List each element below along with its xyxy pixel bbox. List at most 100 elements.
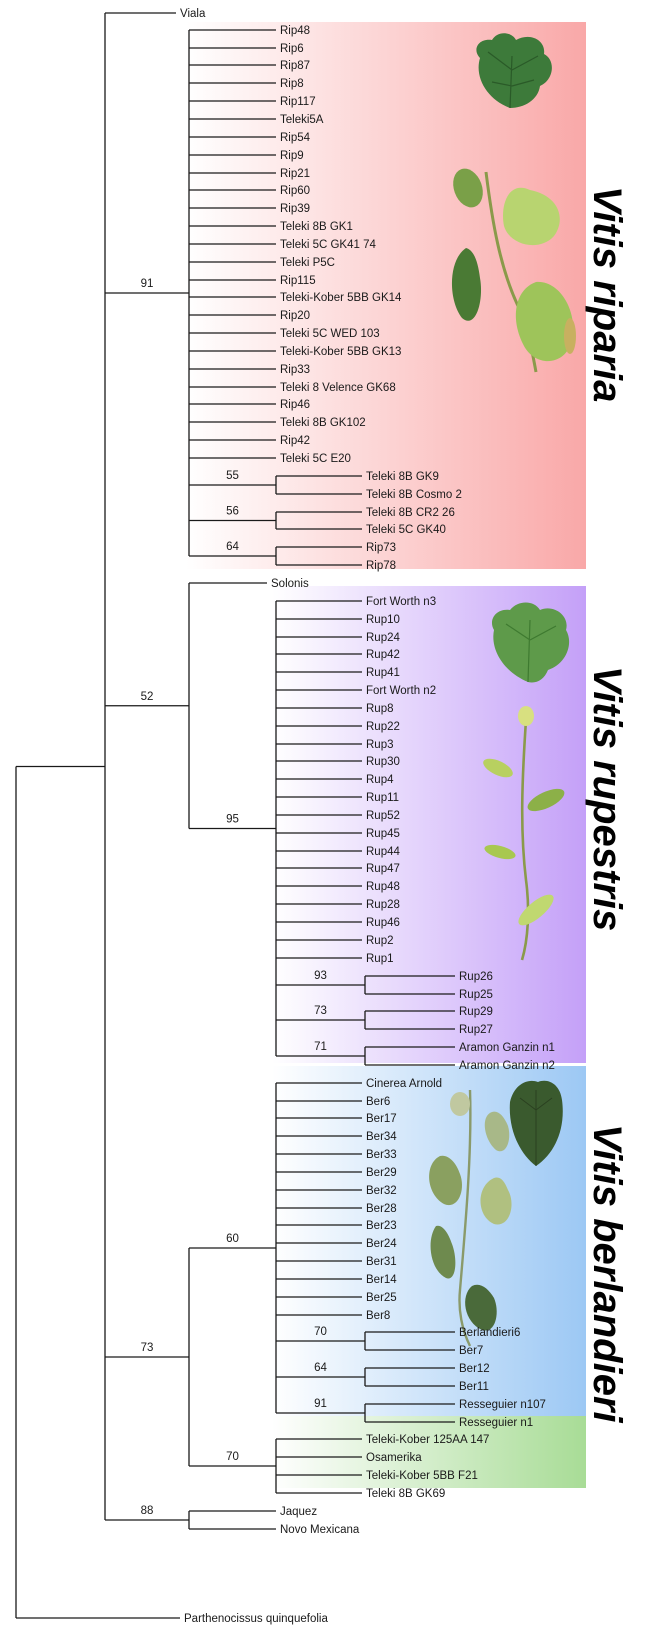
clade-title-riparia: Vitis riparia [585,186,629,402]
taxon-label: Rip48 [280,25,310,37]
taxon-label: Jaquez [280,1506,317,1518]
taxon-label: Ber11 [459,1381,489,1393]
taxon-label: Teleki P5C [280,257,335,269]
taxon-label: Teleki 8B CR2 26 [366,507,455,519]
taxon-label: Teleki 8B GK69 [366,1488,445,1500]
taxon-label: Fort Worth n2 [366,685,436,697]
taxon-label: Rip42 [280,435,310,447]
taxon-label: Ber25 [366,1292,397,1304]
bootstrap-value: 55 [226,470,239,482]
taxon-label: Resseguier n107 [459,1399,546,1411]
taxon-label: Rip6 [280,43,304,55]
taxon-label: Rip87 [280,60,310,72]
taxon-label: Rup30 [366,756,400,768]
taxon-label: Berlandieri6 [459,1327,520,1339]
taxon-label: Rip20 [280,310,310,322]
bootstrap-value: 52 [141,691,154,703]
taxon-label: Rip21 [280,168,310,180]
taxon-label: Teleki 8B GK9 [366,471,439,483]
bootstrap-value: 95 [226,814,239,826]
taxon-label: Rup42 [366,649,400,661]
taxon-label: Osamerika [366,1452,422,1464]
taxon-label: Teleki 8B GK1 [280,221,353,233]
bootstrap-value: 70 [314,1326,327,1338]
clade-title-berlandieri: Vitis berlandieri [585,1124,629,1424]
taxon-label: Rup1 [366,953,394,965]
taxon-label: Aramon Ganzin n2 [459,1060,555,1072]
taxon-label: Rup44 [366,846,400,858]
bootstrap-value: 71 [314,1041,327,1053]
taxon-label: Teleki-Kober 5BB GK13 [280,346,401,358]
taxon-label: Teleki 5C GK41 74 [280,239,376,251]
taxon-label: Rip115 [280,275,316,287]
taxon-label: Rup3 [366,739,394,751]
taxon-label: Rup48 [366,881,400,893]
bootstrap-value: 91 [141,278,154,290]
taxon-label: Ber29 [366,1167,397,1179]
bootstrap-value: 60 [226,1233,239,1245]
taxon-label: Teleki 8B Cosmo 2 [366,489,462,501]
bootstrap-value: 88 [141,1505,154,1517]
taxon-label: Teleki 5C GK40 [366,524,446,536]
taxon-label: Ber17 [366,1113,397,1125]
taxon-label: Rup24 [366,632,400,644]
taxon-label: Rip46 [280,399,310,411]
taxon-label: Ber31 [366,1256,397,1268]
taxon-label: Parthenocissus quinquefolia [184,1613,328,1625]
taxon-label: Rup4 [366,774,394,786]
taxon-label: Resseguier n1 [459,1417,533,1429]
taxon-label: Teleki-Kober 125AA 147 [366,1434,489,1446]
bootstrap-value: 56 [226,506,239,518]
taxon-label: Ber6 [366,1096,390,1108]
taxon-label: Teleki 5C WED 103 [280,328,380,340]
taxon-label: Solonis [271,578,309,590]
taxon-label: Rup27 [459,1024,493,1036]
taxon-label: Rip78 [366,560,396,572]
bootstrap-value: 73 [314,1005,327,1017]
taxon-label: Rup52 [366,810,400,822]
taxon-label: Rip9 [280,150,304,162]
taxon-label: Rup10 [366,614,400,626]
taxon-label: Rup45 [366,828,400,840]
taxon-label: Rup26 [459,971,493,983]
taxon-label: Teleki 8 Velence GK68 [280,382,396,394]
taxon-label: Rup22 [366,721,400,733]
taxon-label: Ber7 [459,1345,483,1357]
taxon-label: Ber8 [366,1310,390,1322]
taxon-label: Rup2 [366,935,394,947]
taxon-label: Rup46 [366,917,400,929]
taxon-label: Ber34 [366,1131,397,1143]
bootstrap-value: 93 [314,970,327,982]
taxon-label: Rup29 [459,1006,493,1018]
taxon-label: Viala [180,8,206,20]
bootstrap-value: 73 [141,1342,154,1354]
taxon-label: Ber23 [366,1220,397,1232]
taxon-label: Teleki5A [280,114,324,126]
clade-title-rupestris: Vitis rupestris [585,666,629,931]
taxon-label: Teleki 5C E20 [280,453,351,465]
taxon-label: Ber33 [366,1149,397,1161]
taxon-label: Rup11 [366,792,399,804]
taxon-label: Ber12 [459,1363,490,1375]
taxon-label: Rip8 [280,78,304,90]
taxon-label: Teleki-Kober 5BB F21 [366,1470,478,1482]
taxon-label: Rip60 [280,185,310,197]
taxon-label: Rip39 [280,203,310,215]
taxon-label: Rip54 [280,132,311,144]
bootstrap-value: 64 [314,1362,327,1374]
taxon-label: Teleki 8B GK102 [280,417,366,429]
taxon-label: Rip117 [280,96,316,108]
taxon-label: Ber24 [366,1238,397,1250]
taxon-label: Rip33 [280,364,310,376]
taxon-label: Aramon Ganzin n1 [459,1042,555,1054]
taxon-label: Rip73 [366,542,396,554]
taxon-label: Rup28 [366,899,400,911]
bootstrap-value: 64 [226,541,239,553]
taxon-label: Fort Worth n3 [366,596,436,608]
taxon-label: Novo Mexicana [280,1524,360,1536]
taxon-label: Ber28 [366,1203,397,1215]
taxon-label: Ber14 [366,1274,397,1286]
taxon-label: Cinerea Arnold [366,1078,442,1090]
taxon-label: Rup41 [366,667,400,679]
